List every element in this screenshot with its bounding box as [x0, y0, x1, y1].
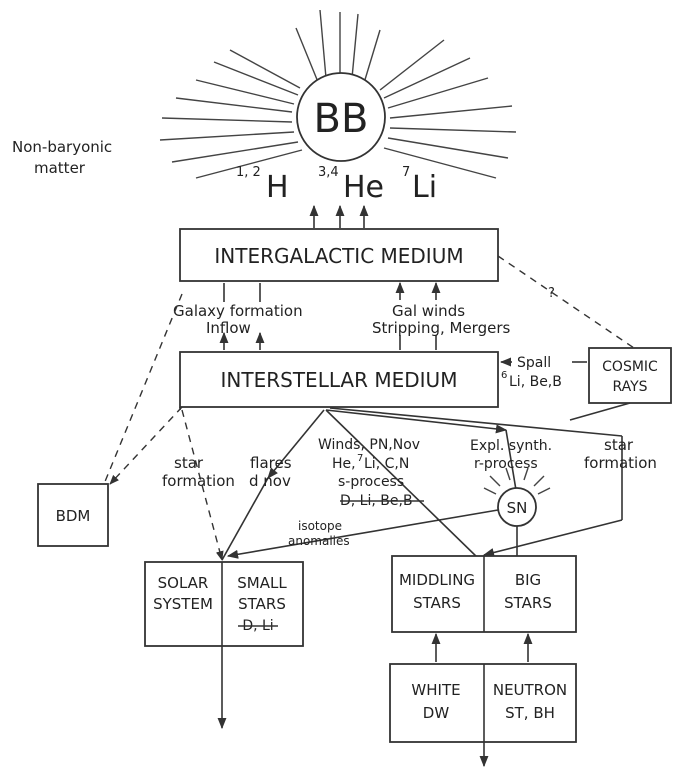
big-bang-rays [159, 9, 517, 179]
inflow-label: Inflow [206, 319, 251, 337]
small-stars-label-2: STARS [238, 595, 286, 613]
cosmic-rays-label-1: COSMIC [602, 359, 658, 375]
non-baryonic-label: Non-baryonic [12, 138, 112, 156]
spall-elements: Li, Be,B [509, 374, 562, 390]
helium-label: He [343, 170, 384, 205]
solar-system-label-2: SYSTEM [153, 595, 213, 613]
r-process-label: r-process [474, 456, 538, 472]
cosmic-rays-feed [569, 402, 631, 421]
isotope-anomalies-link [226, 509, 499, 559]
gal-winds-label: Gal winds [392, 302, 465, 320]
lithium-label: Li [412, 170, 437, 205]
neutron-star-label-2: ST, BH [505, 704, 555, 722]
solar-system-label-1: SOLAR [158, 574, 209, 592]
star-formation-left-label-1: star [174, 454, 204, 472]
galaxy-formation-label: Galaxy formation [173, 302, 303, 320]
lithium-isotope: 7 [402, 165, 410, 180]
winds-elements-post: Li, C,N [364, 456, 409, 472]
non-baryonic-matter-label: matter [34, 159, 86, 177]
bdm-box [37, 483, 109, 547]
big-bang-circle [296, 72, 386, 162]
helium-isotopes: 3,4 [318, 165, 339, 180]
star-formation-right-label-1: star [604, 436, 634, 454]
solar-small-box [144, 561, 304, 647]
interstellar-medium-box [179, 351, 499, 408]
neutron-star-label-1: NEUTRON [493, 681, 567, 699]
supernova-label: SN [507, 499, 528, 517]
anomalies-label: anomalies [288, 534, 350, 548]
s-process-label: s-process [338, 474, 404, 490]
hydrogen-label: H [266, 170, 289, 205]
winds-link [325, 409, 481, 561]
flares-link [267, 409, 325, 479]
star-formation-right-top [329, 407, 623, 437]
small-stars-label-1: SMALL [237, 574, 287, 592]
flares-label: flares [250, 454, 292, 472]
nova-label: d nov [249, 472, 291, 490]
remnants-box [389, 663, 577, 743]
supernova-rays [483, 467, 551, 495]
stripping-mergers-label: Stripping, Mergers [372, 319, 511, 337]
winds-label: Winds, PN,Nov [318, 437, 420, 453]
intergalactic-medium-box [179, 228, 499, 282]
star-formation-left-label-2: formation [162, 472, 235, 490]
question-mark: ? [548, 286, 555, 301]
middling-stars-label-2: STARS [413, 594, 461, 612]
winds-elements-sup: 7 [357, 453, 363, 464]
bdm-label: BDM [56, 507, 91, 525]
explosive-synthesis-label: Expl. synth. [470, 438, 552, 454]
igm-cosmic-rays-link [497, 255, 635, 349]
spall-isotope: 6 [501, 370, 507, 381]
big-stars-label-1: BIG [515, 571, 541, 589]
spall-label: Spall [517, 355, 551, 371]
hydrogen-isotopes: 1, 2 [236, 165, 261, 180]
interstellar-medium-label: INTERSTELLAR MEDIUM [221, 368, 458, 392]
star-formation-right-label-2: formation [584, 454, 657, 472]
isotope-label: isotope [298, 519, 342, 533]
igm-to-bdm-link [103, 293, 183, 485]
intergalactic-medium-label: INTERGALACTIC MEDIUM [214, 244, 463, 268]
white-dwarf-label-2: DW [423, 704, 450, 722]
cosmic-rays-label-2: RAYS [612, 379, 647, 395]
middling-stars-label-1: MIDDLING [399, 571, 475, 589]
ism-to-bdm-link [109, 406, 183, 485]
star-formation-right-link [482, 519, 623, 557]
big-bang-label: BB [314, 96, 369, 142]
big-stars-label-2: STARS [504, 594, 552, 612]
white-dwarf-label-1: WHITE [411, 681, 460, 699]
winds-elements-pre: He, [332, 456, 356, 472]
